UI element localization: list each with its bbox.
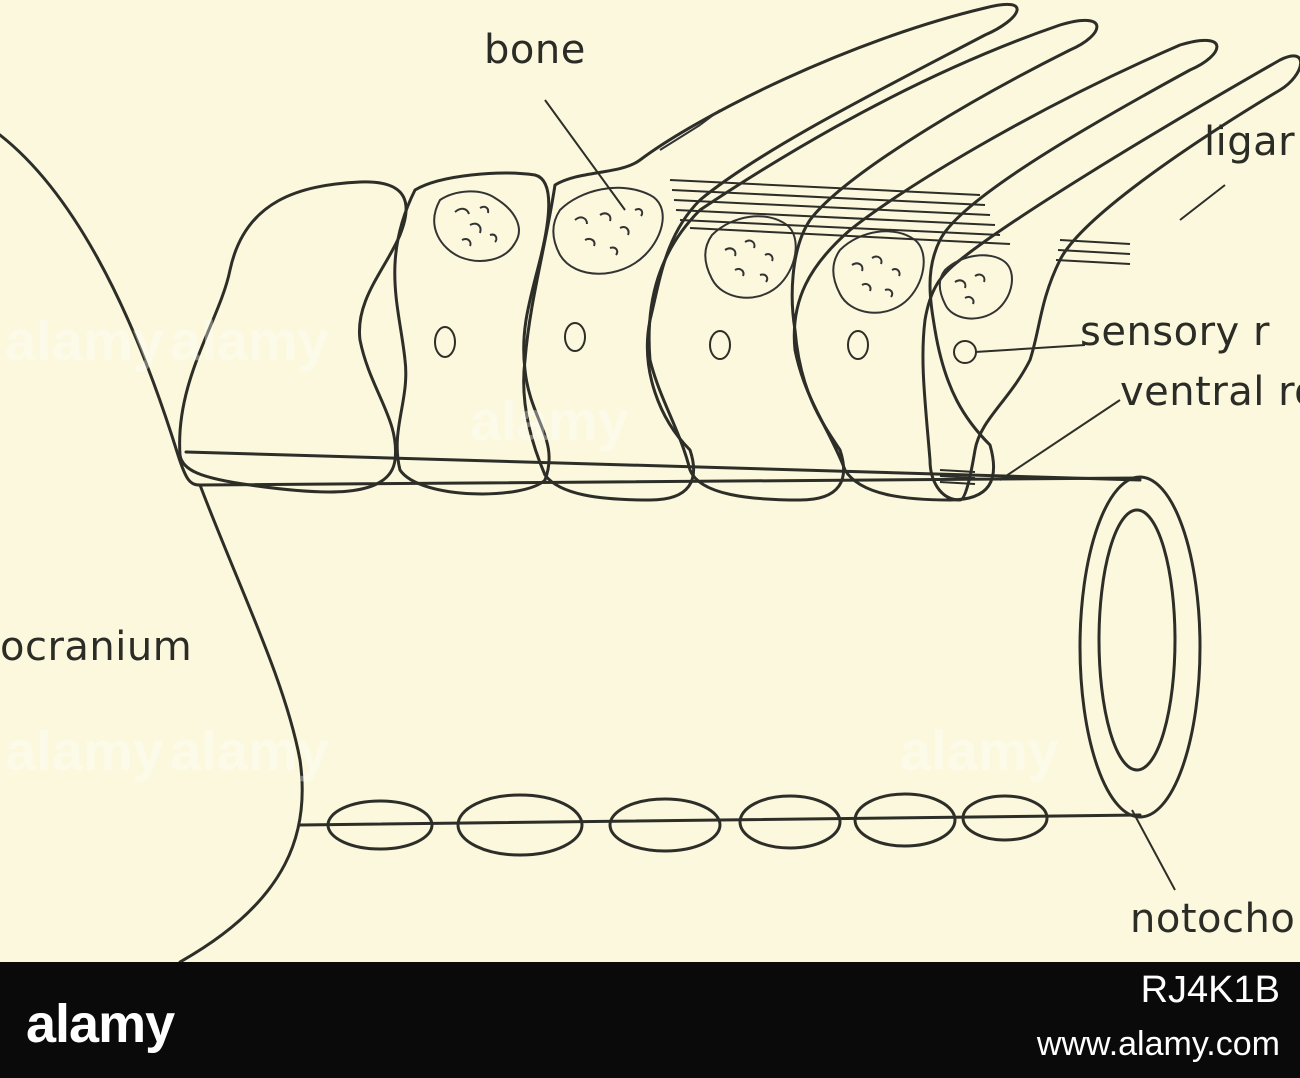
- nerve-foramen-4: [709, 330, 731, 360]
- notochord-bead: [456, 793, 584, 857]
- nerve-foramen-6: [953, 340, 977, 364]
- label-neurocranium: ocranium: [0, 624, 192, 670]
- leader-lines: [544, 99, 1226, 891]
- neurocranium-outline: [0, 133, 304, 962]
- leader-notochord: [1131, 809, 1176, 891]
- label-sensory-root: sensory r: [1080, 309, 1270, 355]
- ligament-hatching: [669, 179, 1131, 265]
- leader-sensory-root: [974, 344, 1086, 353]
- label-notochord: notocho: [1130, 896, 1295, 942]
- watermarks: alamy alamy alamy alamy alamy alamy: [5, 309, 1059, 782]
- watermark-text: alamy: [5, 719, 164, 782]
- watermark-text: alamy: [5, 309, 164, 372]
- watermark-text: alamy: [170, 309, 329, 372]
- neural-arch-2: [393, 171, 551, 496]
- nerve-foramen-5: [847, 330, 869, 360]
- watermark-text: alamy: [470, 389, 629, 452]
- label-bone: bone: [484, 27, 586, 73]
- neural-arch-5: [792, 38, 1219, 502]
- cylinder-end-inner: [1097, 508, 1177, 772]
- watermark-text: alamy: [900, 719, 1059, 782]
- notochord-segments: [326, 792, 1049, 857]
- vertebral-column-diagram: bone ligar sensory r ventral ro ocranium…: [0, 2, 1300, 962]
- nerve-foramen-3: [564, 322, 586, 352]
- leader-bone: [544, 99, 626, 211]
- neural-arch-1: [178, 180, 408, 494]
- watermark-text: alamy: [170, 719, 329, 782]
- notochord-bead: [853, 792, 957, 848]
- nerve-foramen-2: [434, 326, 456, 358]
- footer-logo: alamy: [26, 994, 175, 1054]
- bone-patch-4: [704, 215, 797, 299]
- bone-patch-6: [938, 254, 1013, 320]
- notochord-bead: [608, 797, 722, 853]
- label-ventral-root: ventral ro: [1120, 369, 1300, 415]
- site-url[interactable]: www.alamy.com: [1036, 1025, 1280, 1063]
- cylinder-end-outer: [1078, 475, 1202, 819]
- bone-patch-5: [832, 230, 925, 314]
- bone-patch-3: [552, 109, 721, 275]
- label-ligament: ligar: [1204, 119, 1295, 165]
- leader-ventral-root: [999, 399, 1121, 481]
- bone-patch-2: [433, 190, 520, 262]
- notochord-bead: [961, 794, 1049, 842]
- footer-bar: [0, 962, 1300, 1078]
- notochord-bead: [326, 799, 434, 851]
- leader-ligament: [1179, 184, 1226, 221]
- notochord-bead: [738, 794, 842, 850]
- cylinder-top-edge: [198, 476, 1142, 487]
- neural-arch-6: [921, 54, 1300, 502]
- arch-baseline: [184, 450, 1142, 482]
- image-id: RJ4K1B: [1140, 969, 1280, 1011]
- ventral-root-hatching: [939, 469, 976, 485]
